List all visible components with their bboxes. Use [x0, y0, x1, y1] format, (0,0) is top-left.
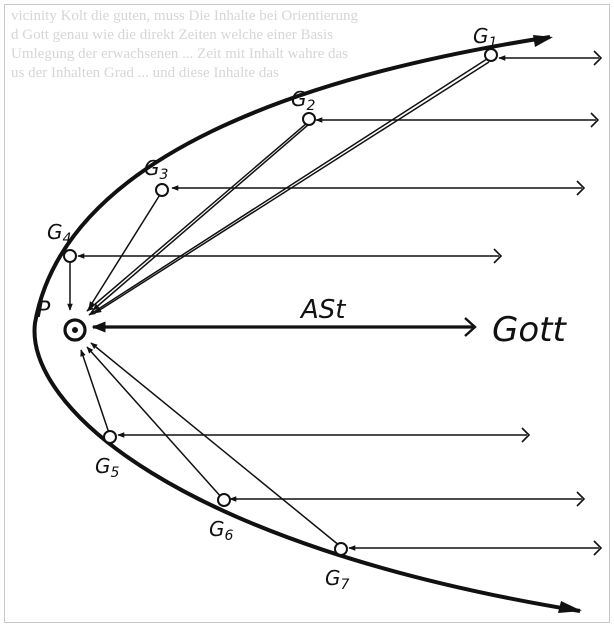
label-g1-letter: G — [473, 24, 489, 48]
incoming-rays — [77, 50, 603, 556]
parabola-diagram: P ASt Gott G1 G2 G3 G4 G5 G6 G7 — [32, 24, 603, 613]
node-g2-marker — [302, 112, 316, 126]
label-ast: ASt — [299, 295, 346, 325]
label-g7: G7 — [325, 566, 350, 593]
node-g4-marker — [63, 249, 77, 263]
label-g7-letter: G — [325, 566, 341, 590]
label-g4-sub: 4 — [63, 231, 72, 247]
curve-arrow-bottom — [558, 601, 582, 613]
svg-text:G5: G5 — [95, 454, 120, 481]
svg-text:G2: G2 — [291, 87, 316, 114]
figure-frame: vicinity Kolt die guten, muss Die Inhalt… — [4, 4, 610, 623]
curve-arrow-top — [533, 35, 553, 47]
label-g3: G3 — [144, 156, 168, 183]
svg-text:G7: G7 — [325, 566, 350, 593]
svg-text:G6: G6 — [209, 517, 234, 544]
node-g1-marker — [484, 48, 498, 62]
label-g6-sub: 6 — [225, 528, 234, 544]
label-g7-sub: 7 — [341, 577, 350, 593]
reflected-rays — [67, 56, 491, 547]
label-g2: G2 — [291, 87, 316, 114]
label-g5-letter: G — [95, 454, 111, 478]
bleed-line-1: vicinity Kolt die guten, muss Die Inhalt… — [11, 8, 359, 24]
label-g2-letter: G — [291, 87, 307, 111]
bleed-line-4: us der Inhalten Grad ... und diese Inhal… — [11, 65, 279, 81]
label-g6: G6 — [209, 517, 234, 544]
label-g2-sub: 2 — [307, 98, 316, 114]
label-g4: G4 — [47, 220, 71, 247]
svg-text:G3: G3 — [144, 156, 168, 183]
label-p: P — [37, 298, 51, 323]
parabola-curve — [32, 35, 581, 613]
node-g6-marker — [217, 493, 231, 507]
label-g6-letter: G — [209, 517, 225, 541]
bleed-line-2: d Gott genau wie die direkt Zeiten welch… — [11, 27, 333, 43]
label-gott: Gott — [492, 310, 567, 350]
bleed-line-3: Umlegung der erwachsenen ... Zeit mit In… — [11, 46, 348, 62]
svg-text:G1: G1 — [473, 24, 497, 51]
center-ray — [91, 317, 477, 337]
svg-text:G4: G4 — [47, 220, 71, 247]
label-g5: G5 — [95, 454, 120, 481]
focal-point-p — [63, 318, 87, 342]
label-g5-sub: 5 — [111, 465, 120, 481]
label-g4-letter: G — [47, 220, 63, 244]
label-g3-letter: G — [144, 156, 160, 180]
label-g3-sub: 3 — [160, 167, 169, 183]
node-g7-marker — [334, 542, 348, 556]
label-g1-sub: 1 — [489, 35, 498, 51]
g-node-circles — [63, 48, 498, 556]
node-g5-marker — [103, 430, 117, 444]
faded-background-text: vicinity Kolt die guten, muss Die Inhalt… — [5, 5, 609, 205]
label-g1: G1 — [473, 24, 497, 51]
node-g3-marker — [155, 183, 169, 197]
